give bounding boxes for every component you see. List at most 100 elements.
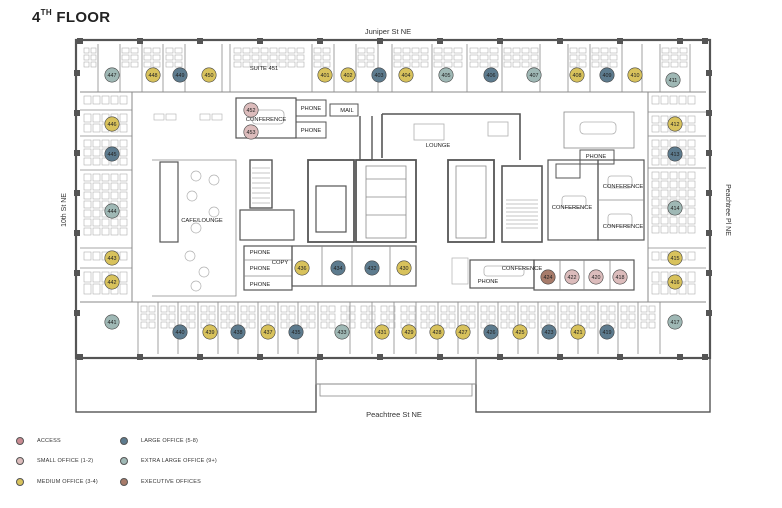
- desk: [160, 313, 168, 321]
- desk: [119, 173, 128, 182]
- desk: [651, 198, 660, 207]
- desk: [119, 283, 128, 295]
- desk: [503, 61, 512, 68]
- conference-table: [579, 121, 617, 135]
- office-marker-circle: [340, 67, 356, 83]
- desk: [83, 271, 92, 283]
- desk: [660, 198, 669, 207]
- desk: [600, 47, 609, 54]
- desk: [669, 139, 678, 148]
- office-marker: 436: [294, 260, 310, 276]
- desk: [388, 321, 396, 329]
- office-marker-circle: [201, 67, 217, 83]
- desk: [400, 305, 408, 313]
- office-marker-circle: [627, 67, 643, 83]
- outer-wall: [74, 38, 712, 360]
- desk: [380, 305, 388, 313]
- office-marker-circle: [667, 314, 683, 330]
- desk: [600, 305, 608, 313]
- office-marker-circle: [104, 203, 120, 219]
- desk: [110, 227, 119, 236]
- desk: [569, 61, 578, 68]
- conference-table: [607, 175, 633, 189]
- office-number: 439: [206, 330, 215, 336]
- room-label: COPY: [272, 260, 289, 266]
- desk: [687, 207, 696, 216]
- desk: [308, 321, 316, 329]
- lounge-sofa: [413, 123, 445, 141]
- desk: [687, 198, 696, 207]
- desk: [640, 313, 648, 321]
- desk: [368, 321, 376, 329]
- desk: [368, 313, 376, 321]
- desk: [313, 61, 322, 68]
- office-marker: 431: [374, 324, 390, 340]
- desk: [678, 180, 687, 189]
- desk: [608, 305, 616, 313]
- office-marker: 443: [104, 250, 120, 266]
- office-number: 418: [616, 275, 625, 281]
- office-number: 420: [592, 275, 601, 281]
- desk: [651, 139, 660, 148]
- desk: [251, 54, 260, 61]
- office-marker: 415: [667, 250, 683, 266]
- desk: [651, 271, 660, 283]
- desk: [366, 54, 375, 61]
- restroom-west: [239, 209, 295, 241]
- column-south: [437, 354, 443, 360]
- column-east: [706, 110, 712, 116]
- desk: [468, 313, 476, 321]
- office-number: 403: [375, 73, 384, 79]
- desk: [278, 47, 287, 54]
- desk: [480, 313, 488, 321]
- desk: [360, 313, 368, 321]
- desk: [520, 305, 528, 313]
- desk: [320, 321, 328, 329]
- desk: [448, 321, 456, 329]
- desk: [92, 191, 101, 200]
- desk: [453, 47, 463, 54]
- desk: [503, 54, 512, 61]
- desk: [148, 321, 156, 329]
- desk: [313, 47, 322, 54]
- column-east: [706, 230, 712, 236]
- desk: [628, 321, 636, 329]
- desk: [408, 305, 416, 313]
- desk: [121, 54, 130, 61]
- desk: [687, 139, 696, 148]
- desk: [240, 305, 248, 313]
- office-number: 430: [400, 266, 409, 272]
- desk: [600, 313, 608, 321]
- desk: [260, 61, 269, 68]
- office-marker: 414: [667, 200, 683, 216]
- floor-number: 4: [32, 9, 41, 26]
- column-east: [706, 310, 712, 316]
- desk: [269, 61, 278, 68]
- conference-table: [607, 213, 633, 227]
- column-south: [497, 354, 503, 360]
- office-marker-circle: [260, 324, 276, 340]
- office-number: 436: [298, 266, 307, 272]
- desk: [660, 180, 669, 189]
- phone-room-east: [579, 149, 615, 165]
- office-marker: 441: [104, 314, 120, 330]
- desk: [687, 95, 696, 105]
- office-marker: 425: [512, 324, 528, 340]
- desk: [609, 54, 618, 61]
- desk: [433, 54, 443, 61]
- office-marker: 413: [667, 146, 683, 162]
- stair-west: [249, 159, 273, 209]
- desk: [600, 54, 609, 61]
- desk: [443, 54, 453, 61]
- office-number: 402: [344, 73, 353, 79]
- desk: [678, 171, 687, 180]
- desk: [388, 305, 396, 313]
- desk: [119, 157, 128, 166]
- desk: [92, 209, 101, 218]
- desk: [651, 171, 660, 180]
- floor-title: 4TH FLOOR: [32, 8, 110, 26]
- office-number: 450: [205, 73, 214, 79]
- desk: [101, 191, 110, 200]
- desk: [296, 54, 305, 61]
- desk: [188, 313, 196, 321]
